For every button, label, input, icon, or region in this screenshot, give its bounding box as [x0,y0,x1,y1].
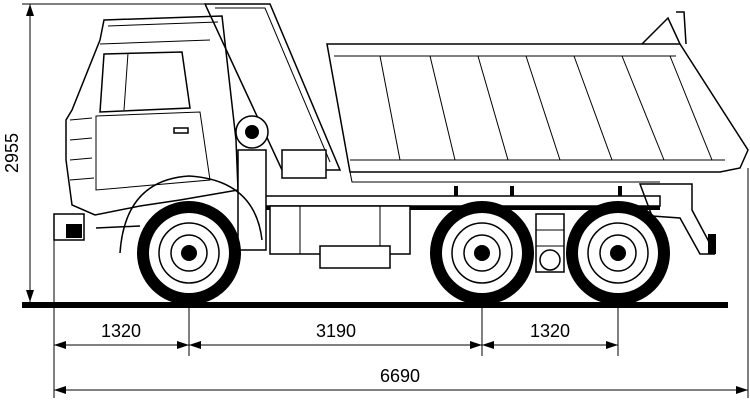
overall-length-dimension: 6690 [54,366,748,394]
rear-wheel-2 [566,201,670,305]
wheelbase-label: 3190 [316,321,356,341]
wheelbase-dimension: 3190 [189,321,482,349]
extension-lines [53,168,749,398]
front-overhang-dimension: 1320 [54,321,189,349]
rear-axle-spacing-label: 1320 [530,321,570,341]
rear-axle-spacing-dimension: 1320 [482,321,618,349]
ground-line [22,302,728,308]
dump-body [203,3,749,198]
rear-wheel-1 [430,201,534,305]
height-dimension: 2955 [2,3,204,302]
front-overhang-label: 1320 [101,321,141,341]
cab [53,15,239,241]
front-wheel [119,175,263,305]
chassis-frame [235,115,716,273]
height-label: 2955 [2,133,22,173]
overall-length-label: 6690 [380,366,420,386]
